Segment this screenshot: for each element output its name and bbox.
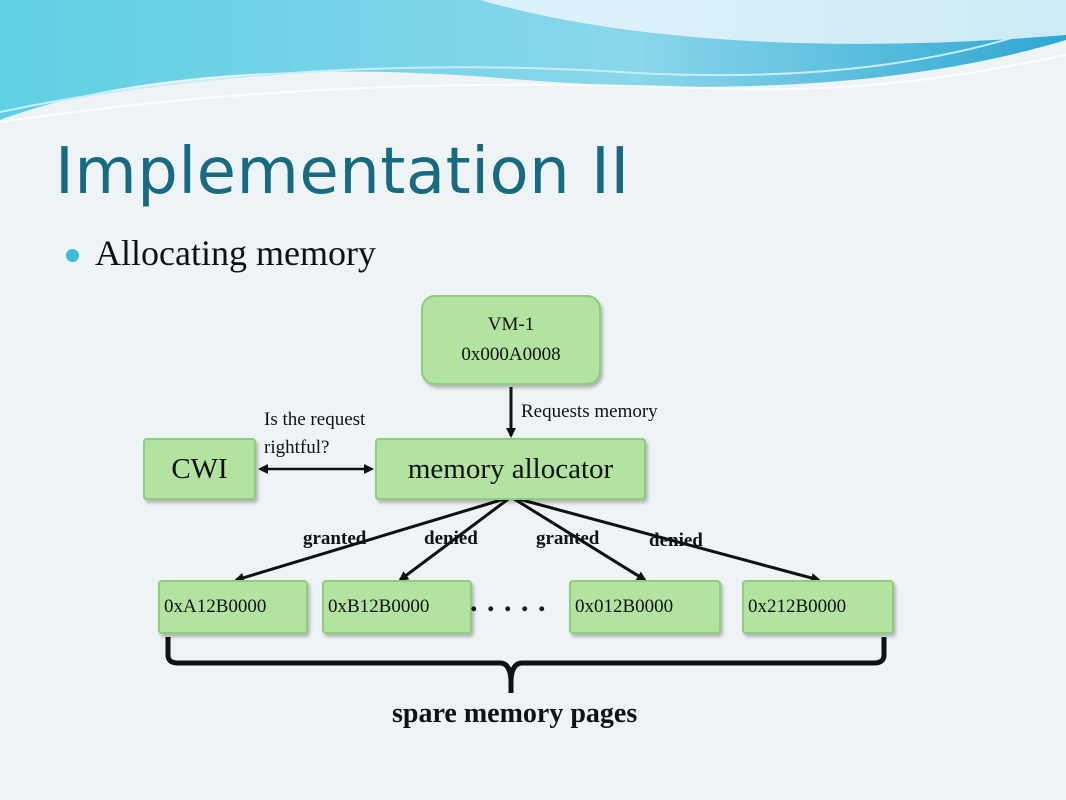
- memory-page-box: 0xA12B0000: [158, 580, 308, 634]
- vm-address: 0x000A0008: [461, 344, 561, 365]
- edge-label-denied-2: denied: [649, 530, 703, 551]
- vm-name: VM-1: [487, 314, 535, 335]
- arrow-to-page-3: [510, 495, 821, 583]
- edge-label-denied-1: denied: [424, 528, 478, 549]
- edge-label-granted-2: granted: [536, 528, 600, 549]
- curly-brace: [165, 637, 887, 693]
- edge-label-granted-1: granted: [303, 528, 367, 549]
- bullet-text: Allocating memory: [95, 233, 376, 273]
- arrow-to-page-2: [510, 495, 647, 582]
- arrow-to-page-1: [398, 495, 512, 582]
- question-label-line2: rightful?: [264, 437, 330, 458]
- memory-page-box: 0x012B0000: [569, 580, 721, 634]
- ellipsis: . . . . .: [470, 585, 547, 618]
- cwi-box: CWI: [143, 438, 256, 500]
- question-label-line1: Is the request: [264, 409, 366, 430]
- spare-memory-pages-label: spare memory pages: [392, 698, 638, 729]
- memory-page-box: 0xB12B0000: [322, 580, 472, 634]
- slide-title: Implementation II: [55, 135, 630, 209]
- memory-page-box: 0x212B0000: [742, 580, 894, 634]
- arrow-to-page-0: [234, 495, 512, 583]
- requests-memory-label: Requests memory: [521, 401, 658, 422]
- bullet-icon: [66, 249, 79, 262]
- memory-allocator-box: memory allocator: [375, 438, 646, 500]
- vm-box: VM-1 0x000A0008: [421, 295, 601, 385]
